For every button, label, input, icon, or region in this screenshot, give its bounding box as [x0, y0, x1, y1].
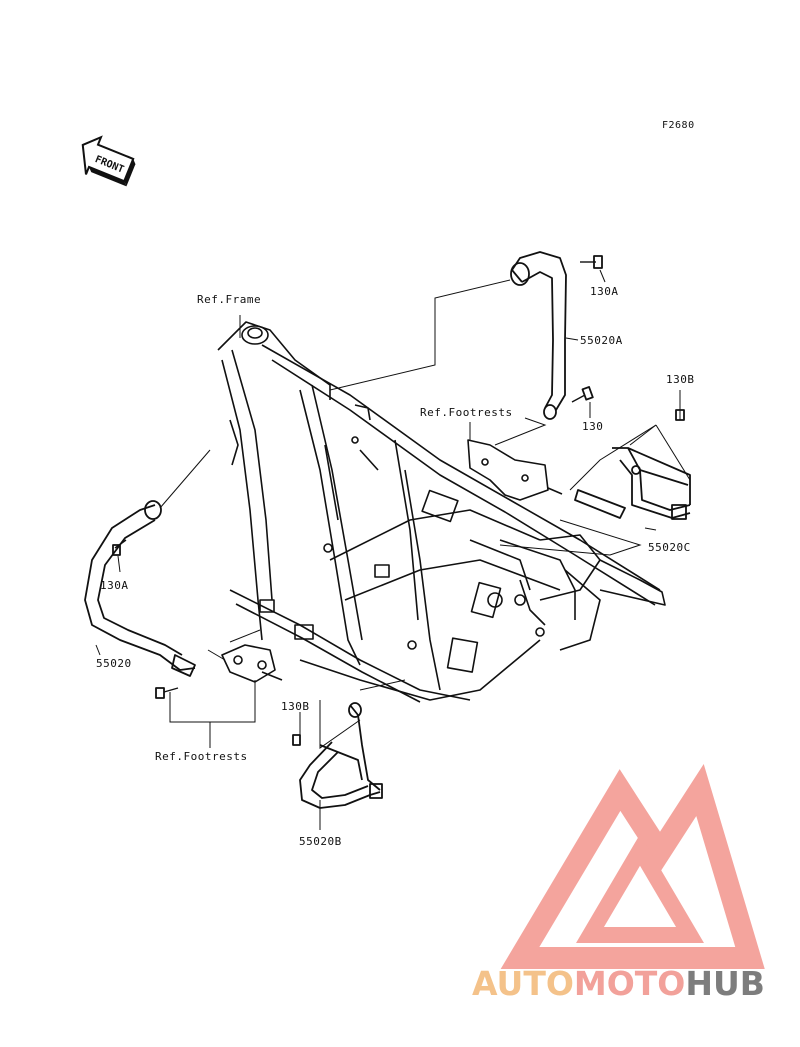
- label-ref-frame: Ref.Frame: [197, 293, 262, 306]
- label-55020: 55020: [96, 657, 132, 670]
- guard-55020C: [574, 409, 691, 520]
- footrest-bracket-upper: [467, 439, 563, 501]
- watermark-text: AUTOMOTOHUB: [472, 964, 765, 1003]
- label-55020A: 55020A: [580, 334, 623, 347]
- leader-lines: [95, 269, 691, 830]
- watermark-logo: [500, 763, 765, 969]
- front-arrow-icon: FRONT: [81, 135, 136, 187]
- guard-55020: [84, 500, 196, 699]
- watermark-moto: MOTO: [573, 964, 686, 1003]
- guard-55020A: [510, 251, 603, 420]
- motorcycle-frame: [217, 321, 666, 703]
- footrest-bracket-lower: [221, 644, 283, 683]
- label-130B-lower: 130B: [281, 700, 310, 713]
- label-ref-footrests-upper: Ref.Footrests: [420, 406, 513, 419]
- label-55020B: 55020B: [299, 835, 342, 848]
- label-130A-left: 130A: [100, 579, 129, 592]
- label-130A-top: 130A: [590, 285, 619, 298]
- label-ref-footrests-lower: Ref.Footrests: [155, 750, 248, 763]
- label-130: 130: [582, 420, 604, 433]
- label-55020C: 55020C: [648, 541, 691, 554]
- guard-55020B: [292, 702, 383, 809]
- label-130B-right: 130B: [666, 373, 695, 386]
- watermark-hub: HUB: [685, 964, 765, 1003]
- figure-code: F2680: [662, 120, 695, 131]
- watermark-auto: AUTO: [472, 964, 574, 1003]
